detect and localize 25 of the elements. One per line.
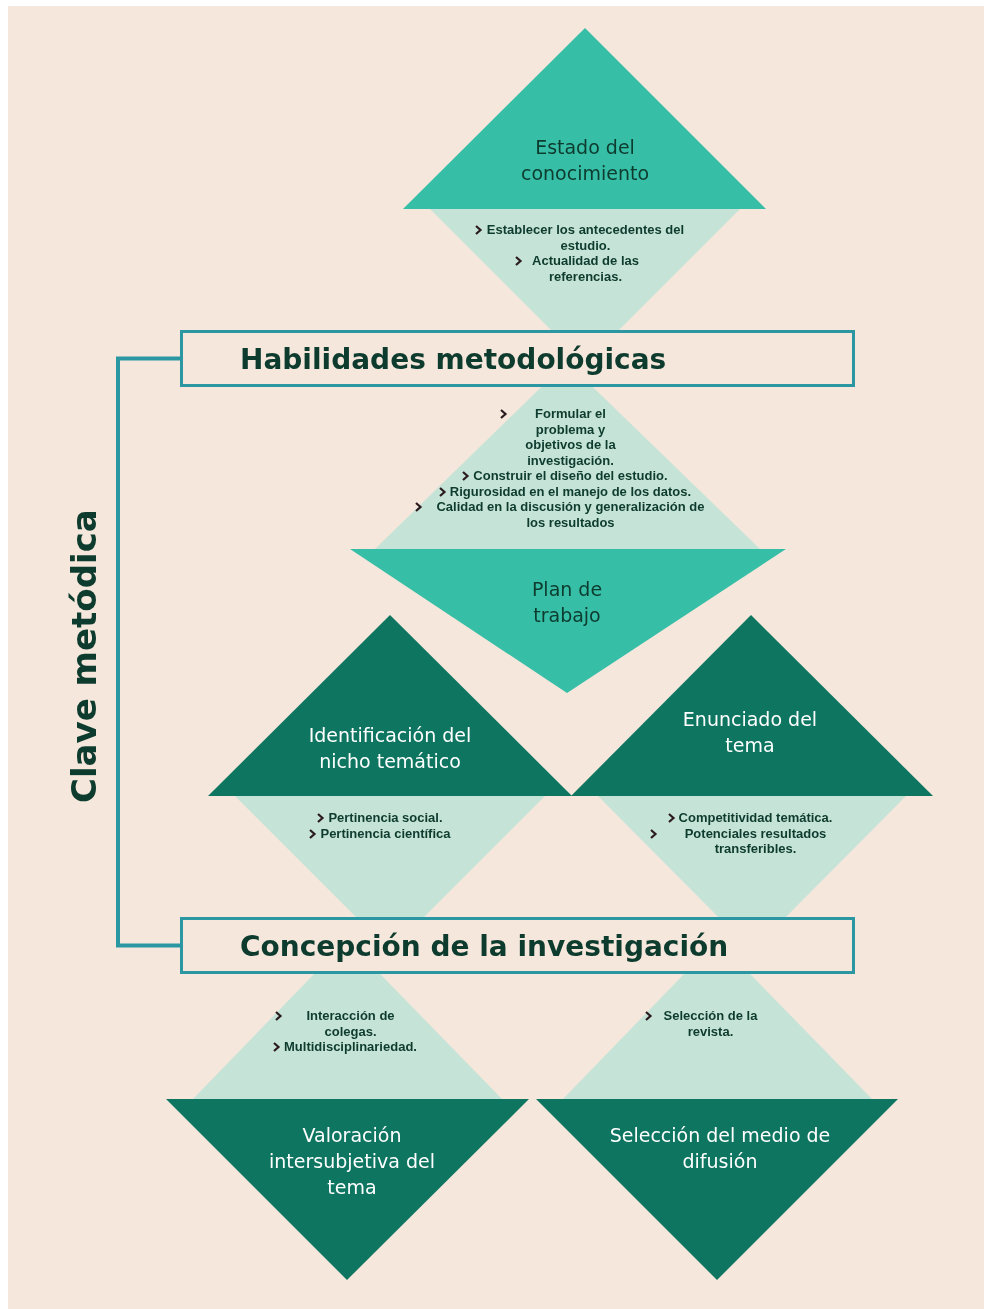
vertical-label: Clave metódica: [64, 509, 104, 803]
bullet-text: Actualidad de las referencias.: [531, 253, 640, 284]
bullet-text: Establecer los antecedentes del estudio.: [486, 222, 685, 253]
diamond-heading: Plan de trabajo: [530, 577, 604, 628]
bullet-text: Potenciales resultados transferibles.: [683, 825, 828, 857]
diamond-heading: Enunciado del tema: [681, 707, 819, 758]
diamond-heading: Valoración intersubjetiva del tema: [268, 1123, 436, 1200]
heading-bar: [180, 330, 855, 387]
bar-heading: Concepción de la investigación: [240, 929, 729, 962]
diamond-heading: Identificación del nicho temático: [307, 723, 473, 774]
diamond-heading: Estado del conocimiento: [519, 135, 651, 186]
bullet-text: Construir el diseño del estudio.: [473, 468, 668, 484]
bullet-text: Competitividad temática.: [678, 810, 833, 826]
bullet-text: Formular el problema y objetivos de la investigación.: [524, 406, 617, 468]
diamond-heading: Selección del medio de difusión: [608, 1123, 832, 1174]
bullet-text: Pertinencia social.: [328, 810, 443, 826]
connector-line: [116, 356, 180, 948]
heading-bar: [180, 917, 855, 974]
bullet-text: Pertinencia científica: [320, 825, 451, 841]
bullet-text: Calidad en la discusión y generalización de los resultados: [435, 499, 706, 530]
bullet-text: Interacción de colegas.: [305, 1008, 396, 1039]
bullet-text: Multidisciplinariedad.: [284, 1039, 417, 1055]
bullet-text: Selección de la revista.: [662, 1008, 759, 1039]
bullet-text: Rigurosidad en el manejo de los datos.: [449, 483, 692, 499]
bar-heading: Habilidades metodológicas: [240, 342, 667, 375]
